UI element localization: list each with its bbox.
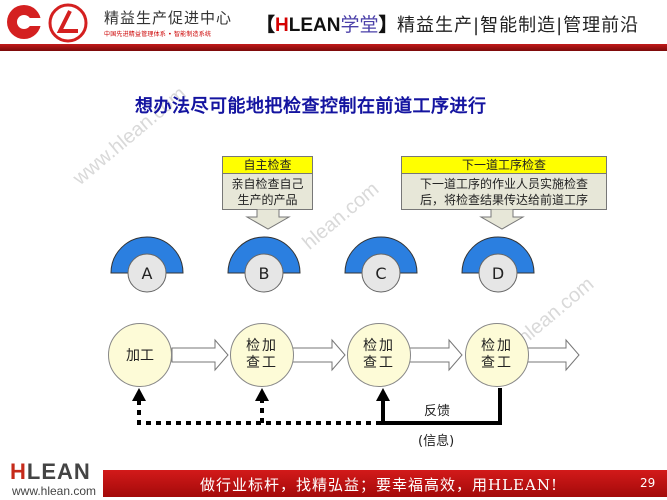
up-arrow-icon — [255, 388, 269, 401]
brand-title: 【HLEAN学堂】 — [256, 15, 398, 36]
svg-text:D: D — [492, 264, 504, 283]
logo-circle-icon — [48, 3, 88, 43]
page-title: 想办法尽可能地把检查控制在前道工序进行 — [135, 96, 487, 117]
callout-next-process-inspection: 下一道工序检查 下一道工序的作业人员实施检查 后，将检查结果传达给前道工序 — [401, 156, 607, 210]
process-node-3: 检加查工 — [347, 323, 411, 387]
logo-c-icon — [7, 5, 44, 39]
station-d: D — [461, 236, 535, 293]
header-slogan: 精益生产|智能制造|管理前沿 — [397, 15, 640, 36]
right-arrow-icon — [522, 338, 580, 372]
header: 精益生产促进中心 中国先进精益管理体系 • 智能制造系统 【HLEAN学堂】 精… — [0, 0, 667, 44]
right-arrow-icon — [405, 338, 463, 372]
header-divider — [0, 44, 667, 51]
feedback-label: 反馈 — [424, 404, 451, 419]
down-arrow-icon — [245, 209, 291, 230]
footer-logo: HLEAN — [10, 459, 91, 484]
process-node-1: 加工 — [108, 323, 172, 387]
callout-body: 下一道工序的作业人员实施检查 后，将检查结果传达给前道工序 — [419, 177, 588, 207]
right-arrow-icon — [288, 338, 346, 372]
up-arrow-icon — [376, 388, 390, 401]
footer-slogan: 做行业标杆，找精弘益；要幸福高效，用HLEAN! — [200, 476, 558, 494]
station-b: B — [227, 236, 301, 293]
callout-heading: 自主检查 — [223, 157, 312, 174]
up-arrow-icon — [132, 388, 146, 401]
svg-text:B: B — [259, 264, 270, 283]
feedback-sublabel: (信息) — [418, 434, 455, 449]
callout-heading: 下一道工序检查 — [402, 157, 606, 174]
right-arrow-icon — [171, 338, 229, 372]
org-subtitle: 中国先进精益管理体系 • 智能制造系统 — [104, 31, 212, 38]
svg-text:C: C — [375, 264, 386, 283]
down-arrow-icon — [479, 209, 525, 230]
callout-self-inspection: 自主检查 亲自检查自己 生产的产品 — [222, 156, 313, 210]
org-name: 精益生产促进中心 — [104, 9, 233, 27]
svg-text:A: A — [142, 264, 153, 283]
station-c: C — [344, 236, 418, 293]
footer-url[interactable]: www.hlean.com — [12, 484, 97, 498]
page-number: 29 — [640, 476, 656, 490]
callout-body: 亲自检查自己 生产的产品 — [231, 177, 304, 207]
process-node-2: 检加查工 — [230, 323, 294, 387]
process-node-4: 检加查工 — [465, 323, 529, 387]
footer-bar — [103, 470, 667, 497]
station-a: A — [110, 236, 184, 293]
